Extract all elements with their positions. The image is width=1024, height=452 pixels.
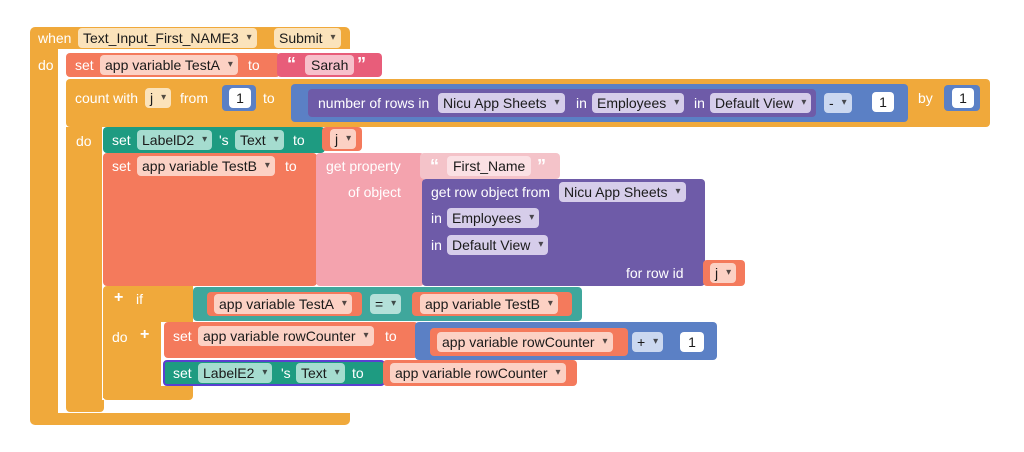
get-property-label: get property	[326, 158, 401, 174]
by-number[interactable]: 1	[952, 88, 974, 108]
possessive-label-e2: 's	[281, 365, 291, 381]
get-rowcounter-dropdown[interactable]: app variable rowCounter	[390, 363, 566, 383]
close-quote-icon-2: ”	[537, 156, 546, 176]
variable-dropdown[interactable]: app variable TestA	[100, 55, 238, 75]
to-label-d2: to	[293, 132, 305, 148]
set-rowcounter-label: set	[173, 328, 192, 344]
if-label: if	[136, 291, 143, 307]
if-block-footer	[103, 386, 193, 400]
count-loop-footer	[66, 400, 104, 412]
count-with-label: count with	[75, 90, 139, 106]
sub-number[interactable]: 1	[872, 92, 894, 112]
if-block-spine	[103, 322, 161, 398]
by-label: by	[918, 90, 933, 106]
rowcounter-dropdown[interactable]: app variable rowCounter	[198, 326, 374, 346]
compare-right-dropdown[interactable]: app variable TestB	[420, 294, 558, 314]
when-label: when	[38, 30, 72, 46]
count-loop-spine	[66, 127, 102, 404]
if-mutator-plus-icon[interactable]: +	[114, 289, 124, 306]
add-op-dropdown[interactable]: +	[632, 332, 664, 352]
row-table-dropdown[interactable]: Employees	[447, 208, 540, 228]
number-of-rows-label: number of rows in	[318, 95, 430, 111]
add-number[interactable]: 1	[680, 332, 704, 352]
get-row-label: get row object from	[431, 184, 551, 200]
math-op-dropdown[interactable]: -	[824, 93, 852, 113]
event-block-spine	[30, 49, 58, 415]
row-view-dropdown[interactable]: Default View	[447, 235, 549, 255]
if-do-label: do	[112, 329, 128, 345]
open-quote-icon-2: “	[430, 156, 439, 176]
close-quote-icon: ”	[357, 54, 366, 74]
set-label-testb: set	[112, 158, 131, 174]
from-label: from	[180, 90, 208, 106]
to-label-loop: to	[263, 90, 275, 106]
get-property-block[interactable]	[316, 153, 424, 286]
view-dropdown[interactable]: Default View	[710, 93, 812, 113]
property-e2-dropdown[interactable]: Text	[296, 363, 345, 383]
sheet-dropdown[interactable]: Nicu App Sheets	[438, 93, 565, 113]
open-quote-icon: “	[287, 54, 296, 74]
compare-op-dropdown[interactable]: =	[370, 294, 402, 314]
set-label: set	[75, 57, 94, 73]
row-sheet-dropdown[interactable]: Nicu App Sheets	[559, 182, 686, 202]
in-label: in	[576, 95, 587, 111]
component-dropdown[interactable]: Text_Input_First_NAME3	[78, 28, 257, 48]
possessive-label: 's	[219, 132, 229, 148]
compare-left-dropdown[interactable]: app variable TestA	[214, 294, 352, 314]
event-block-footer	[30, 413, 350, 425]
table-dropdown[interactable]: Employees	[592, 93, 685, 113]
from-number[interactable]: 1	[229, 88, 251, 108]
j-var-dropdown[interactable]: j	[330, 129, 357, 149]
text-value[interactable]: Sarah	[305, 55, 355, 75]
if-block[interactable]	[103, 286, 193, 322]
set-label-d2: set	[112, 132, 131, 148]
component-d2-dropdown[interactable]: LabelD2	[137, 130, 213, 150]
rowcounter-operand-dropdown[interactable]: app variable rowCounter	[437, 332, 613, 352]
row-in-label-2: in	[431, 237, 442, 253]
testb-dropdown[interactable]: app variable TestB	[137, 156, 275, 176]
property-dropdown[interactable]: Text	[235, 130, 284, 150]
set-label-e2: set	[173, 365, 192, 381]
for-row-id-label: for row id	[626, 265, 684, 281]
in-label-2: in	[694, 95, 705, 111]
loop-do-label: do	[76, 133, 92, 149]
row-j-dropdown[interactable]: j	[710, 263, 737, 283]
component-e2-dropdown[interactable]: LabelE2	[198, 363, 273, 383]
loop-var-dropdown[interactable]: j	[145, 88, 172, 108]
event-dropdown[interactable]: Submit	[274, 28, 341, 48]
to-label-testb: to	[285, 158, 297, 174]
to-label: to	[248, 57, 260, 73]
row-in-label: in	[431, 210, 442, 226]
to-label-e2: to	[352, 365, 364, 381]
of-object-label: of object	[348, 184, 401, 200]
event-do-label: do	[38, 57, 54, 73]
to-label-rowcounter: to	[385, 328, 397, 344]
property-name[interactable]: First_Name	[447, 156, 532, 176]
do-mutator-plus-icon[interactable]: +	[140, 326, 150, 343]
